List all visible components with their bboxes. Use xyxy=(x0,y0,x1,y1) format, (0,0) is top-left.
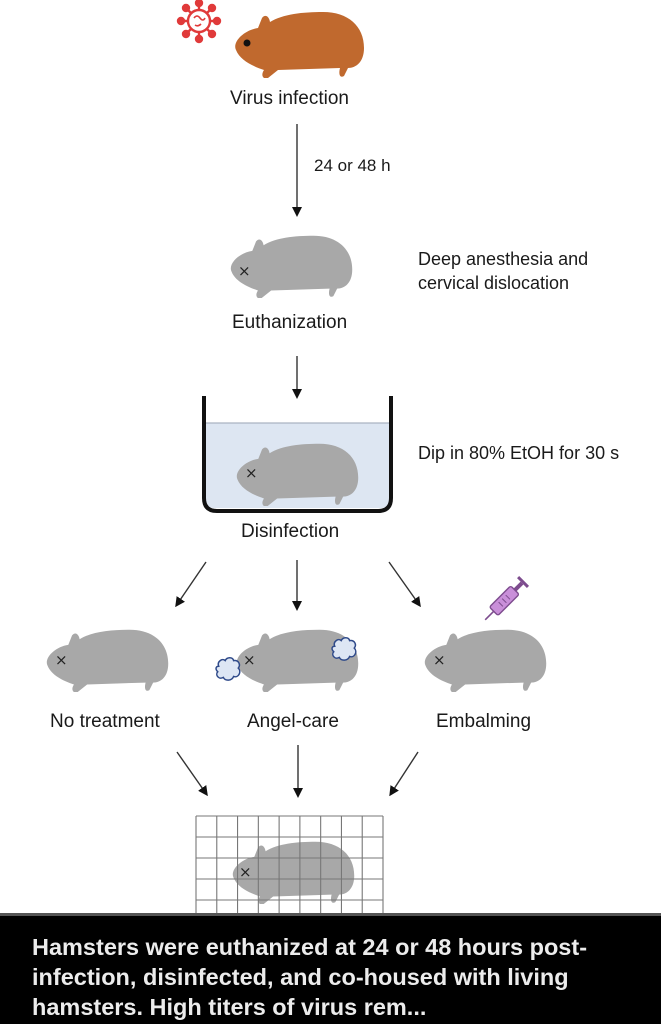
svg-text:×: × xyxy=(245,464,258,482)
arrow-to-no-treatment xyxy=(175,561,207,608)
cotton-icon xyxy=(215,656,241,681)
step-label-euthanization: Euthanization xyxy=(232,312,348,333)
note-line: Deep anesthesia and xyxy=(418,249,589,269)
caption-bar: Hamsters were euthanized at 24 or 48 hou… xyxy=(0,913,661,1024)
treatment-label-no-treatment: No treatment xyxy=(50,711,160,732)
embalming-hamster-icon: × xyxy=(424,629,547,692)
diagram-canvas: × × × × × xyxy=(46,0,547,913)
euthanization-method-note: Deep anesthesia and cervical dislocation xyxy=(418,247,588,295)
ethanol-bath-icon: × xyxy=(202,396,393,513)
live-hamster-icon xyxy=(235,12,364,78)
no-treatment-hamster-icon: × xyxy=(46,629,169,692)
step-label-disinfection: Disinfection xyxy=(241,521,340,542)
svg-text:×: × xyxy=(239,863,252,881)
disinfection-method-note: Dip in 80% EtOH for 30 s xyxy=(418,443,620,463)
note-line: cervical dislocation xyxy=(418,273,570,293)
step-label-virus-infection: Virus infection xyxy=(230,88,349,109)
treatment-label-embalming: Embalming xyxy=(436,711,532,732)
euthanized-hamster-icon: × xyxy=(230,235,353,298)
angel-care-hamster-icon: × xyxy=(236,629,359,692)
svg-text:×: × xyxy=(433,651,446,669)
arrow-embalming-to-cage xyxy=(389,751,419,797)
svg-text:×: × xyxy=(238,262,251,280)
svg-text:×: × xyxy=(55,651,68,669)
cage-icon: × xyxy=(195,815,384,913)
virus-icon xyxy=(176,0,222,44)
cotton-icon xyxy=(331,636,357,661)
caption-text: Hamsters were euthanized at 24 or 48 hou… xyxy=(32,934,588,1020)
arrow-to-embalming xyxy=(388,561,421,608)
arrow-no-treatment-to-cage xyxy=(176,751,208,797)
svg-text:×: × xyxy=(243,651,256,669)
treatment-label-angel-care: Angel-care xyxy=(247,711,339,732)
syringe-icon xyxy=(484,575,530,621)
interval-label: 24 or 48 h xyxy=(314,156,391,175)
